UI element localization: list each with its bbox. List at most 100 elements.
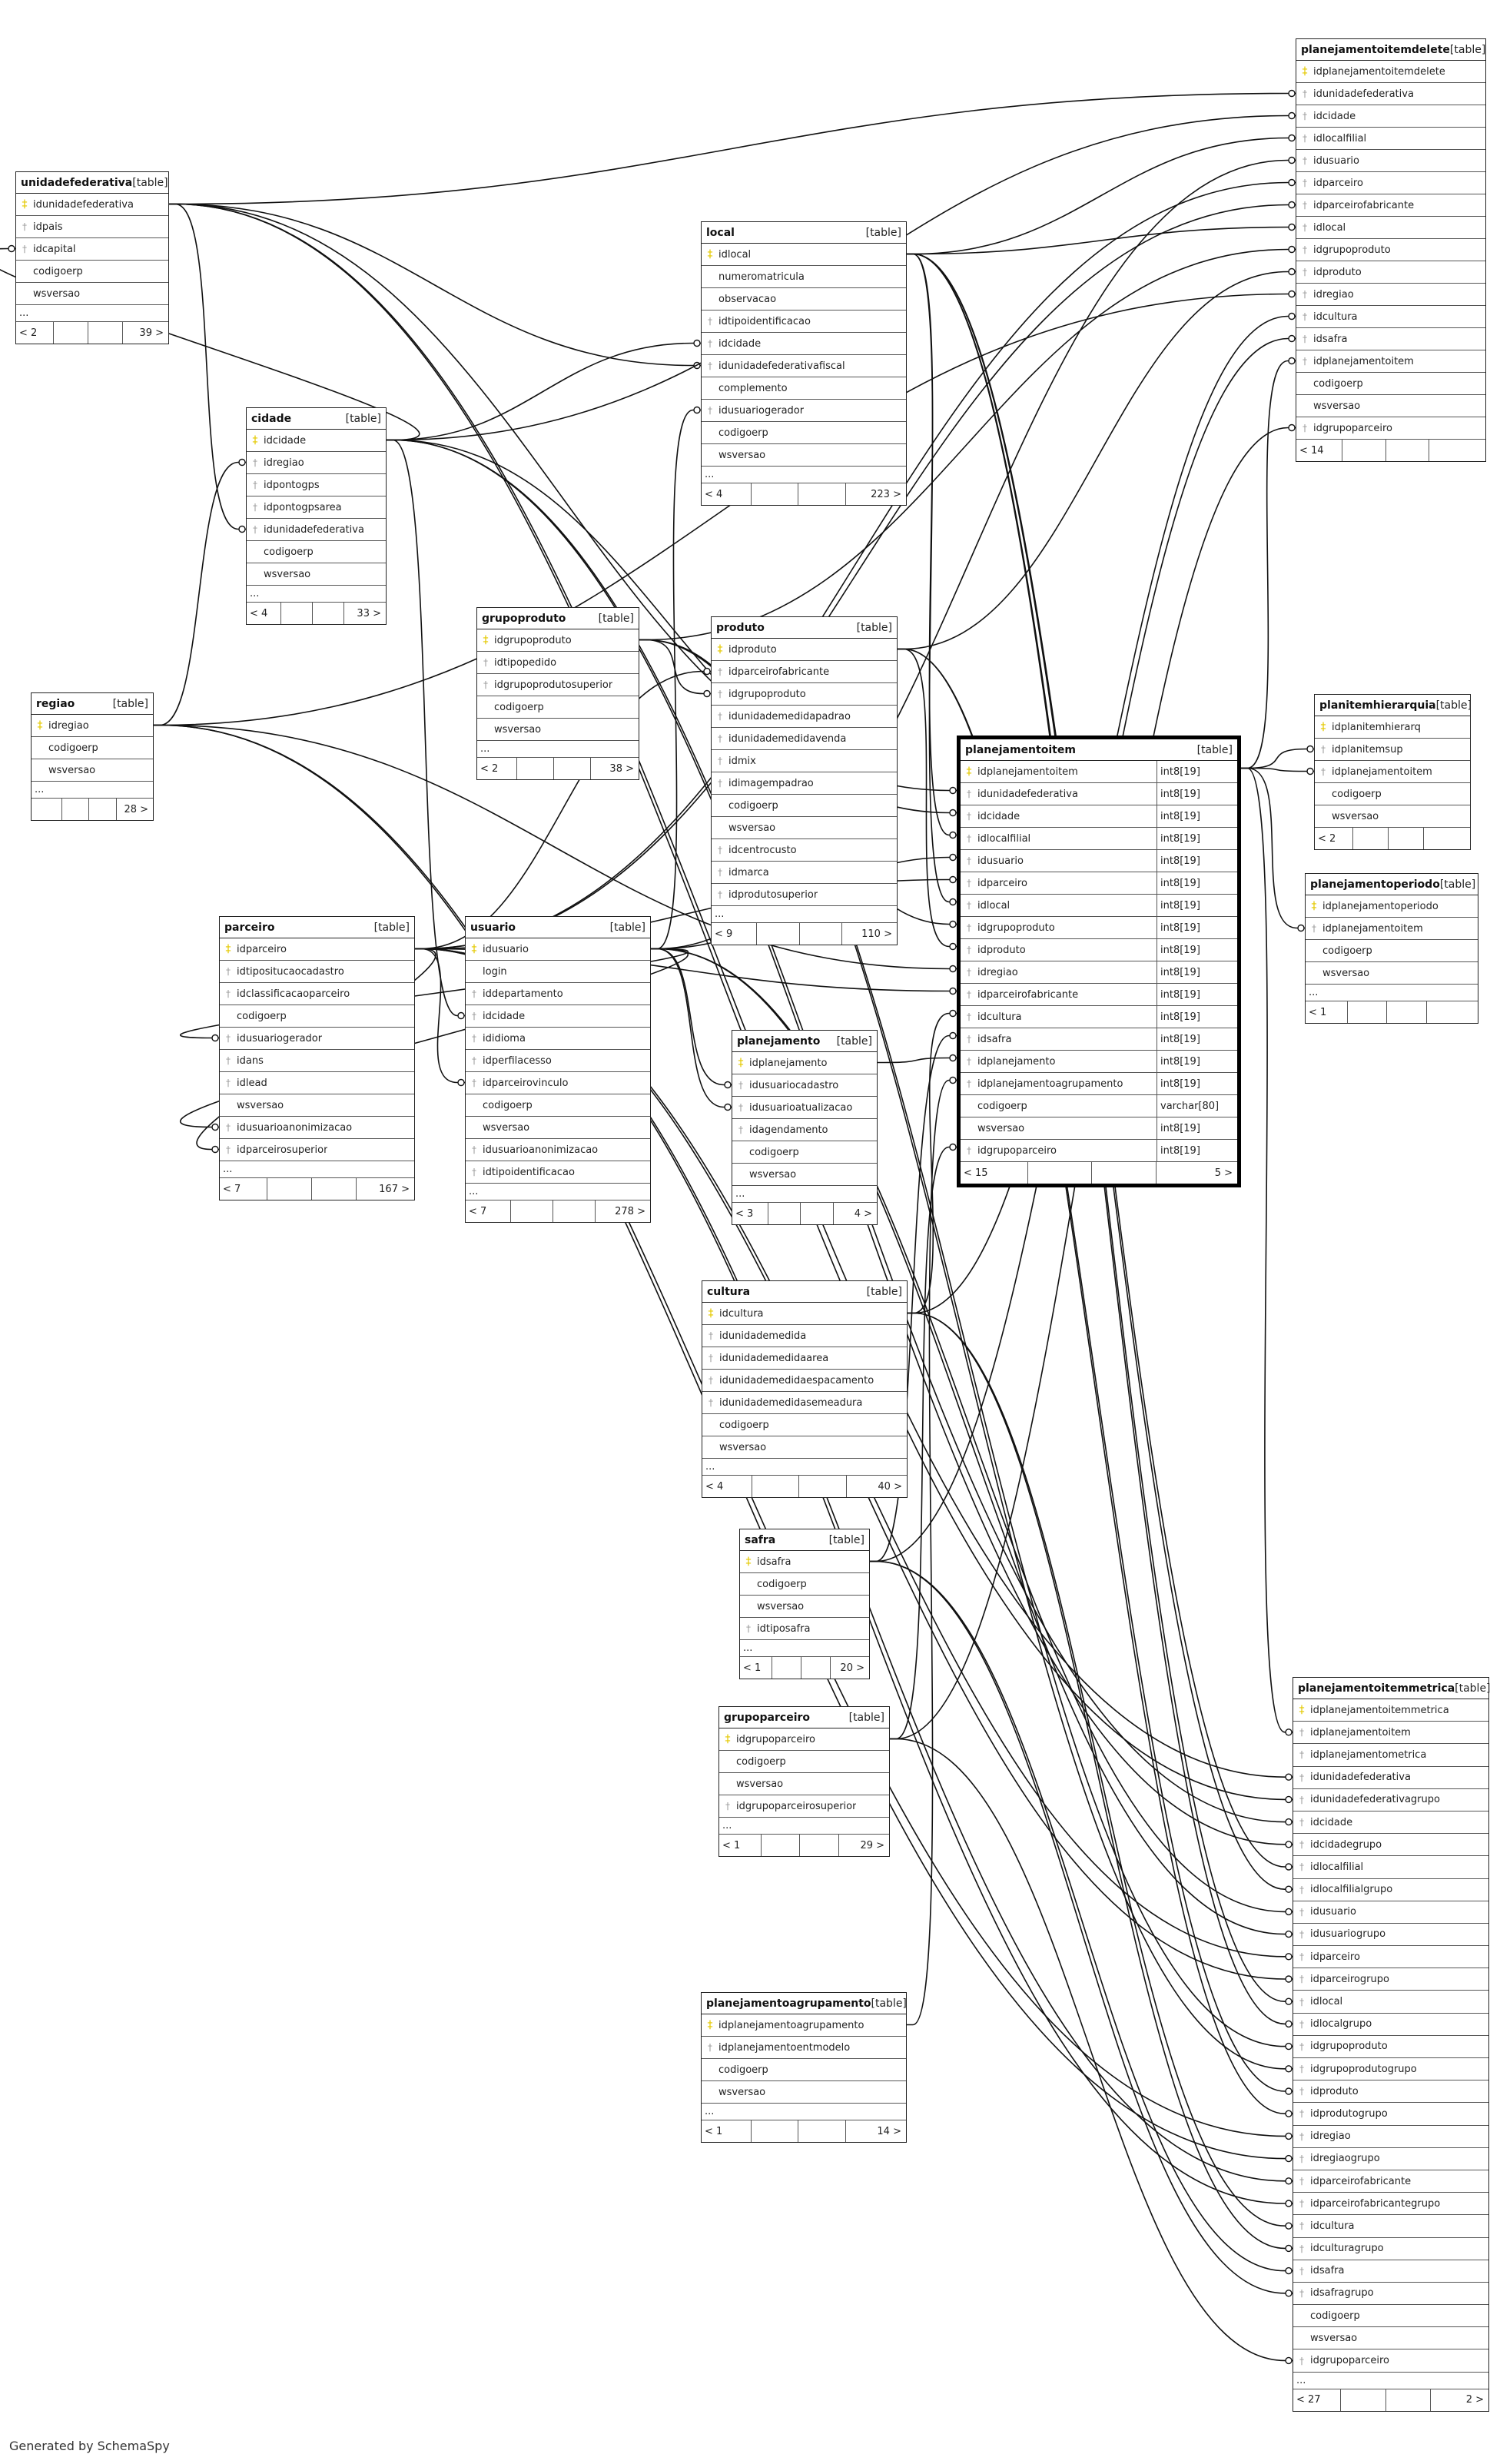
column-row[interactable]: codigoerp (247, 541, 386, 563)
column-row[interactable]: †idcapital (16, 238, 168, 261)
table-planitemhierarquia[interactable]: planitemhierarquia[table]‡idplanitemhier… (1314, 694, 1472, 850)
child-count[interactable]: < 7 (220, 1178, 268, 1200)
column-row[interactable]: wsversao (1293, 2327, 1488, 2350)
column-row[interactable]: wsversao (220, 1094, 414, 1117)
child-count[interactable]: < 1 (740, 1657, 772, 1679)
column-row[interactable]: †idcultura (1296, 306, 1485, 328)
column-row[interactable]: †idans (220, 1050, 414, 1072)
parent-count[interactable]: 5 > (1214, 1167, 1233, 1179)
child-count[interactable]: < 15 (961, 1162, 1028, 1184)
child-count[interactable]: < 2 (477, 758, 517, 779)
column-row[interactable]: †iddepartamento (466, 983, 650, 1005)
column-row[interactable]: †idcidade (702, 333, 906, 355)
child-count[interactable]: < 1 (1306, 1001, 1349, 1023)
column-row[interactable]: †idsafra (1296, 328, 1485, 350)
child-count[interactable]: < 2 (16, 322, 55, 344)
column-row[interactable]: †idparceiro (1293, 1946, 1488, 1969)
column-row[interactable]: †idpais (16, 216, 168, 238)
column-row[interactable]: ‡idcultura (702, 1303, 907, 1325)
column-row[interactable]: †idlocalgrupo (1293, 2014, 1488, 2036)
column-row[interactable]: †idunidademedida (702, 1325, 907, 1347)
column-row[interactable]: ‡idplanejamento (732, 1052, 877, 1074)
column-row[interactable]: †idcentrocusto (712, 839, 897, 862)
child-count[interactable]: < 2 (1315, 828, 1353, 849)
column-row[interactable]: †idtipoidentificacao (702, 310, 906, 333)
column-row[interactable]: †idplanejamentoitem (1293, 1722, 1488, 1745)
column-row[interactable]: ‡idunidadefederativa (16, 194, 168, 216)
column-row[interactable]: codigoerp (702, 2059, 906, 2081)
table-name[interactable]: planejamentoperiodo (1310, 878, 1440, 891)
table-produto[interactable]: produto[table]‡idproduto†idparceirofabri… (711, 616, 898, 945)
column-row[interactable]: †idregiao (1293, 2126, 1488, 2148)
column-row[interactable]: †idtipopedido (477, 652, 639, 674)
column-row[interactable]: codigoerp (1296, 373, 1485, 395)
column-row[interactable]: ‡idplanejamentoperiodo (1306, 895, 1478, 918)
column-row[interactable]: †idsafragrupo (1293, 2283, 1488, 2306)
column-row[interactable]: wsversao (732, 1164, 877, 1186)
column-row[interactable]: †idlocalfilialgrupo (1293, 1879, 1488, 1901)
column-row[interactable]: †idpontogpsarea (247, 496, 386, 519)
column-row[interactable]: ‡idplanitemhierarq (1315, 716, 1470, 739)
column-row[interactable]: †idgrupoprodutogrupo (1293, 2058, 1488, 2081)
column-row[interactable]: †idimagempadrao (712, 772, 897, 795)
table-unidadefederativa[interactable]: unidadefederativa[table]‡idunidadefedera… (15, 171, 169, 344)
column-row[interactable]: †idparceirovinculo (466, 1072, 650, 1094)
column-row[interactable]: †idsafra (1293, 2260, 1488, 2283)
table-planejamentoperiodo[interactable]: planejamentoperiodo[table]‡idplanejament… (1305, 873, 1478, 1024)
table-name[interactable]: planejamentoitemdelete (1301, 43, 1450, 56)
table-name[interactable]: local (706, 226, 735, 239)
column-row[interactable]: †idgrupoproduto (1293, 2036, 1488, 2058)
table-name[interactable]: planejamentoagrupamento (706, 1997, 871, 2010)
column-row[interactable]: wsversao (247, 563, 386, 586)
table-planejamentoitemdelete[interactable]: planejamentoitemdelete[table]‡idplanejam… (1296, 38, 1486, 462)
column-row[interactable]: †idmarca (712, 862, 897, 884)
column-row[interactable]: †idusuarioanonimizacao (220, 1117, 414, 1139)
parent-count[interactable]: 29 > (860, 1839, 885, 1851)
column-row[interactable]: †idcidade (1296, 105, 1485, 128)
column-row[interactable]: wsversao (740, 1596, 869, 1618)
column-row[interactable]: †idpontogps (247, 474, 386, 496)
column-row[interactable]: †idtiposafra (740, 1618, 869, 1640)
column-row[interactable]: ‡idregiao (32, 715, 153, 737)
column-row[interactable]: †idplanitemsup (1315, 739, 1470, 761)
column-row[interactable]: ‡idgrupoparceiro (719, 1728, 889, 1751)
column-row[interactable]: †idunidademedidasemeadura (702, 1392, 907, 1414)
column-row[interactable]: †idlocalfilial (1296, 128, 1485, 150)
column-row[interactable]: †ididioma (466, 1028, 650, 1050)
column-row[interactable]: †idunidadefederativagrupo (1293, 1789, 1488, 1811)
column-row[interactable]: †idunidadefederativa (247, 519, 386, 541)
table-planejamentoagrupamento[interactable]: planejamentoagrupamento[table]‡idplaneja… (701, 1992, 907, 2143)
column-row[interactable]: codigoerp (702, 1414, 907, 1436)
column-row[interactable]: wsversao (1306, 962, 1478, 985)
child-count[interactable]: < 27 (1293, 2389, 1342, 2411)
column-row[interactable]: wsversao (466, 1117, 650, 1139)
column-row[interactable]: †idcidade (466, 1005, 650, 1028)
column-row[interactable]: codigoerp (702, 422, 906, 444)
parent-count[interactable]: 167 > (379, 1183, 410, 1195)
column-row[interactable]: †idtipoidentificacao (466, 1161, 650, 1184)
column-row[interactable]: †idusuario (1296, 150, 1485, 172)
column-row[interactable]: †idunidademedidaespacamento (702, 1370, 907, 1392)
child-count[interactable]: < 1 (719, 1835, 762, 1856)
column-row[interactable]: †idcultura (1293, 2215, 1488, 2238)
column-row[interactable]: †idlocalfilial (1293, 1856, 1488, 1879)
parent-count[interactable]: 33 > (357, 607, 381, 619)
column-row[interactable]: †idplanejamentoitem (1306, 918, 1478, 940)
table-name[interactable]: grupoproduto (482, 612, 566, 625)
table-parceiro[interactable]: parceiro[table]‡idparceiro†idtipositucao… (219, 916, 415, 1200)
column-row[interactable]: †idproduto (1296, 261, 1485, 284)
column-row[interactable]: ‡idplanejamentoitemmetrica (1293, 1699, 1488, 1722)
parent-count[interactable] (1429, 440, 1485, 461)
column-row[interactable]: codigoerp (1306, 940, 1478, 962)
table-grupoproduto[interactable]: grupoproduto[table]‡idgrupoproduto†idtip… (476, 607, 639, 780)
table-planejamento[interactable]: planejamento[table]‡idplanejamento†idusu… (732, 1030, 878, 1225)
